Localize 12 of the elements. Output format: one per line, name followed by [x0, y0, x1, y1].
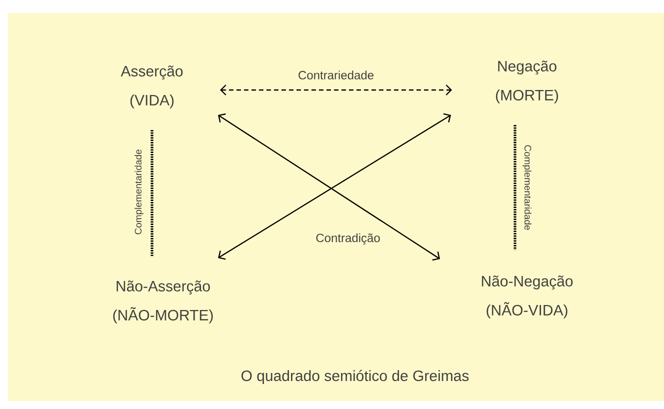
caption: O quadrado semiótico de Greimas [242, 370, 469, 384]
term-label: Não-Asserção (NÃO-MORTE) [113, 280, 213, 324]
arrow [220, 84, 452, 96]
term-label: Não-Negação (NÃO-VIDA) [482, 276, 573, 318]
edge-label: Contrariedade [298, 70, 374, 80]
dotted-line [514, 125, 516, 250]
term-label: Asserção (VIDA) [120, 66, 183, 108]
edge-label: Complementaridade [522, 145, 532, 230]
edge-label: Complementaridade [134, 150, 144, 234]
relation-label: Contradição [316, 233, 380, 245]
term-label: Negação (MORTE) [496, 60, 558, 104]
dotted-line [150, 130, 154, 256]
